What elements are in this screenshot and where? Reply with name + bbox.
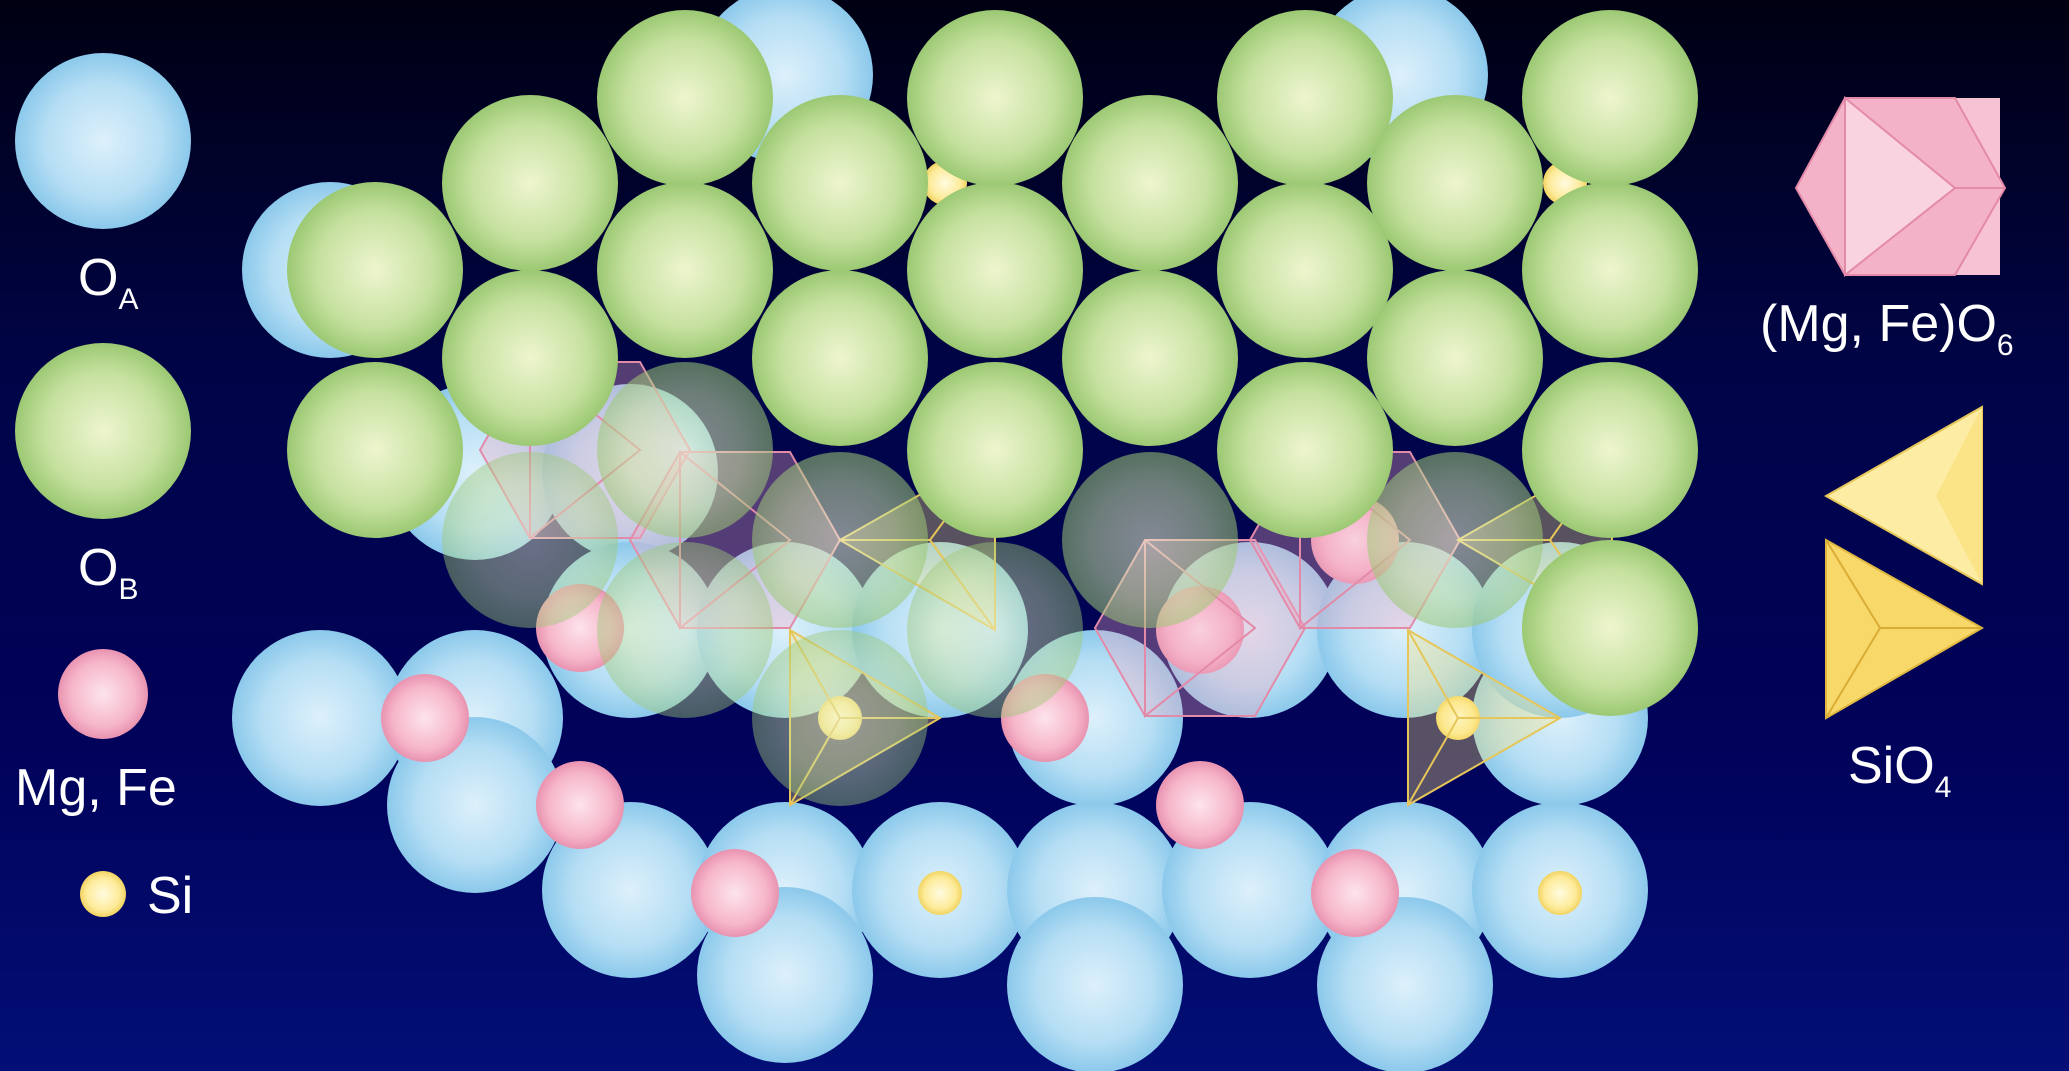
oxygen-b-atom (1217, 10, 1393, 186)
legend-label-octahedron: (Mg, Fe)O6 (1760, 295, 2014, 362)
oxygen-a-atom (1317, 897, 1493, 1071)
oxygen-b-atom (287, 182, 463, 358)
oxygen-b-atom (597, 10, 773, 186)
oxygen-b-atom (287, 362, 463, 538)
legend-label-ob: OB (78, 539, 139, 606)
pink-cation-sphere-icon (58, 649, 148, 739)
legend-label-si: Si (147, 867, 194, 925)
oxygen-b-atom (752, 270, 928, 446)
si-atom (1538, 871, 1582, 915)
mg-fe-atom (1156, 761, 1244, 849)
oxygen-b-atom (1522, 10, 1698, 186)
oxygen-b-atom (597, 362, 773, 538)
green-oxygen-sphere-icon (15, 343, 191, 519)
blue-oxygen-sphere-icon (15, 53, 191, 229)
oxygen-b-atom (1522, 362, 1698, 538)
oxygen-b-atom (907, 10, 1083, 186)
legend-label-tetrahedron: SiO4 (1848, 737, 1952, 804)
oxygen-b-atom (907, 182, 1083, 358)
tetrahedron-down-icon (1823, 405, 1983, 586)
octahedron-icon (1794, 95, 2007, 278)
mg-fe-atom (381, 674, 469, 762)
oxygen-a-atom (1007, 897, 1183, 1071)
yellow-silicon-sphere-icon (80, 871, 126, 917)
oxygen-b-atom (907, 362, 1083, 538)
oxygen-b-atom (442, 95, 618, 271)
oxygen-b-atom-faded (907, 542, 1083, 718)
oxygen-b-atom (1217, 182, 1393, 358)
legend-label-mg-fe: Mg, Fe (15, 759, 177, 817)
oxygen-b-atom (1522, 540, 1698, 716)
oxygen-b-atom (1367, 270, 1543, 446)
oxygen-b-atom (752, 95, 928, 271)
oxygen-a-atom (232, 630, 408, 806)
mg-fe-atom (536, 761, 624, 849)
tetrahedron-icon (1825, 538, 1985, 720)
oxygen-b-atom-faded (597, 542, 773, 718)
tetrahedron-4-edges (1407, 629, 1560, 806)
oxygen-b-atom (1367, 95, 1543, 271)
oxygen-b-atom-faded (442, 452, 618, 628)
oxygen-b-atom (1522, 182, 1698, 358)
oxygen-b-atom (442, 270, 618, 446)
oxygen-b-atom (1062, 452, 1238, 628)
oxygen-b-atom (1217, 362, 1393, 538)
oxygen-b-layer (287, 10, 1698, 806)
legend-label-oa: OA (78, 249, 139, 316)
mg-fe-atom (691, 849, 779, 937)
legend (15, 53, 2007, 917)
mg-fe-atom (1311, 849, 1399, 937)
oxygen-b-atom (1062, 95, 1238, 271)
oxygen-b-atom (752, 452, 928, 628)
si-atom (918, 871, 962, 915)
oxygen-b-atom (1367, 452, 1543, 628)
oxygen-b-atom-faded (752, 630, 928, 806)
oxygen-b-atom (597, 182, 773, 358)
oxygen-b-atom (1062, 270, 1238, 446)
